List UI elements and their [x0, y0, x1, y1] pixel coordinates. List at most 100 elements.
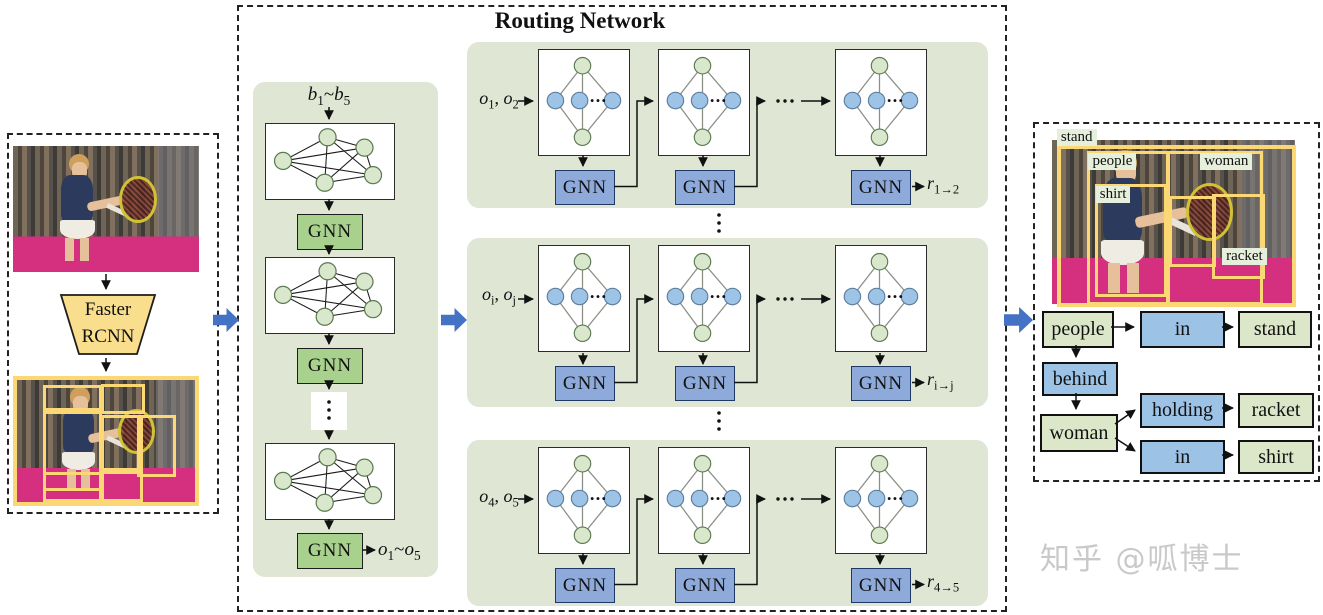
gnn-block-blue: GNN	[555, 366, 615, 401]
math-base: b	[307, 84, 318, 105]
node-label: shirt	[1258, 445, 1294, 468]
row-input-label: oi, oj	[467, 284, 531, 309]
math-base: b	[334, 84, 344, 105]
relation-unit-box	[835, 447, 927, 554]
gnn-label: GNN	[858, 176, 904, 198]
graph-edge-in: in	[1140, 311, 1225, 348]
node-label: people	[1051, 318, 1105, 340]
player-head	[71, 162, 88, 179]
math-sub: j	[512, 293, 517, 308]
fully-connected-graph-icon	[266, 444, 391, 516]
relation-unit-box	[538, 49, 630, 156]
graph-node-people: people	[1042, 311, 1114, 348]
node-label: in	[1174, 445, 1191, 468]
gnn-label: GNN	[562, 372, 608, 394]
diamond-graph-icon	[836, 246, 923, 348]
ellipsis-box	[311, 392, 347, 430]
math-base: o	[479, 486, 489, 506]
math-base: o	[503, 88, 513, 108]
gnn-block-blue: GNN	[555, 170, 615, 205]
racket-bbox	[1212, 194, 1265, 279]
relation-unit-box	[835, 245, 927, 352]
math-base: r	[927, 173, 935, 193]
racket-head	[119, 176, 157, 223]
row-input-label: o4, o5	[467, 486, 531, 511]
detection-box	[137, 415, 177, 478]
row-input-label: o1, o2	[467, 88, 531, 113]
player-leg	[1127, 263, 1140, 293]
diamond-graph-icon	[659, 50, 746, 152]
math-base: o	[482, 284, 491, 304]
diamond-graph-icon	[539, 50, 626, 152]
diamond-graph-icon	[659, 448, 746, 550]
gnn-label: GNN	[682, 574, 728, 596]
graph-node-racket: racket	[1238, 393, 1314, 428]
woman-label: woman	[1200, 153, 1253, 171]
gnn-label: GNN	[682, 176, 728, 198]
detection-box	[100, 383, 145, 415]
player-skirt	[1100, 240, 1145, 265]
shirt-bbox	[1094, 184, 1168, 297]
math-base: o	[404, 539, 414, 560]
gnn-label: GNN	[562, 574, 608, 596]
math-sub: 4→5	[934, 580, 960, 595]
routing-network-title: Routing Network	[494, 8, 666, 33]
gnn-block-green: GNN	[297, 214, 363, 250]
graph-edge-holding: holding	[1140, 393, 1225, 428]
graph-edge-in2: in	[1140, 440, 1225, 474]
node-label: in	[1174, 318, 1191, 340]
flow-arrow	[1004, 307, 1033, 333]
math-sub: 5	[512, 495, 519, 510]
detector-line2: RCNN	[81, 326, 135, 347]
math-sep: ~	[323, 84, 335, 105]
node-label: holding	[1151, 399, 1214, 421]
player-torso	[61, 174, 93, 223]
math-base: r	[927, 571, 935, 591]
math-sub: 1→2	[934, 182, 960, 197]
object-graph-box	[265, 257, 395, 334]
o-output-label: o1~o5	[378, 539, 421, 564]
gnn-label: GNN	[307, 355, 353, 376]
graph-edge-behind: behind	[1042, 362, 1118, 396]
math-base: o	[479, 88, 489, 108]
player-skirt	[61, 451, 96, 471]
gnn-label: GNN	[307, 221, 353, 242]
racket-label: racket	[1222, 248, 1267, 266]
people-label: people	[1088, 153, 1137, 171]
player-leg	[81, 469, 90, 491]
gnn-block-green: GNN	[297, 533, 363, 569]
math-base: r	[927, 369, 935, 389]
gnn-block-blue: GNN	[555, 568, 615, 603]
math-sep: ,	[494, 486, 504, 506]
gnn-label: GNN	[682, 372, 728, 394]
graph-node-shirt: shirt	[1238, 440, 1314, 474]
math-sub: 2	[512, 97, 519, 112]
graph-node-woman: woman	[1040, 414, 1118, 452]
math-sep: ~	[394, 539, 405, 560]
row-output-label: r1→2	[927, 173, 987, 198]
node-label: woman	[1049, 421, 1109, 444]
b-input-label: b1~b5	[279, 84, 379, 109]
output-photo: stand people woman shirt racket	[1052, 129, 1296, 308]
row-output-label: ri→j	[927, 369, 987, 394]
object-graph-box	[265, 443, 395, 520]
relation-unit-box	[658, 49, 750, 156]
detected-photo	[13, 376, 199, 506]
math-sub: 5	[413, 547, 421, 563]
math-base: o	[378, 539, 388, 560]
node-label: behind	[1052, 367, 1108, 390]
math-sub: 1	[387, 547, 395, 563]
routing-row-3: GNN GNN GNN o4, o5 r4→5	[467, 440, 988, 606]
player-head	[73, 395, 89, 412]
math-sep: ,	[494, 284, 504, 304]
diamond-graph-icon	[836, 448, 923, 550]
shirt-label: shirt	[1095, 185, 1131, 203]
gnn-label: GNN	[562, 176, 608, 198]
row-output-label: r4→5	[927, 571, 987, 596]
math-sub: i	[491, 293, 495, 308]
relation-unit-box	[658, 245, 750, 352]
math-base: o	[503, 284, 513, 304]
routing-network-box	[237, 5, 1007, 612]
gnn-block-blue: GNN	[675, 170, 735, 205]
relation-unit-box	[658, 447, 750, 554]
